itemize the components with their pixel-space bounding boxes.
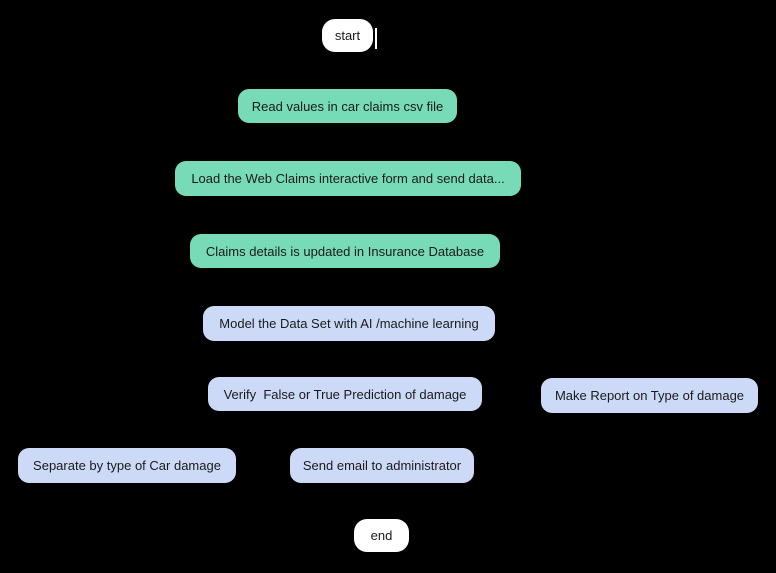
node-separate-by-damage-type[interactable]: Separate by type of Car damage	[18, 448, 236, 483]
node-send-email-admin[interactable]: Send email to administrator	[290, 448, 474, 483]
text-cursor	[375, 28, 377, 49]
node-end[interactable]: end	[354, 519, 409, 552]
node-read-csv[interactable]: Read values in car claims csv file	[238, 89, 457, 123]
node-make-report[interactable]: Make Report on Type of damage	[541, 378, 758, 413]
node-start[interactable]: start	[322, 19, 373, 52]
node-verify-prediction[interactable]: Verify False or True Prediction of damag…	[208, 377, 482, 411]
node-update-insurance-database[interactable]: Claims details is updated in Insurance D…	[190, 234, 500, 268]
node-load-web-claims-form[interactable]: Load the Web Claims interactive form and…	[175, 161, 521, 196]
node-model-dataset-ai[interactable]: Model the Data Set with AI /machine lear…	[203, 306, 495, 341]
